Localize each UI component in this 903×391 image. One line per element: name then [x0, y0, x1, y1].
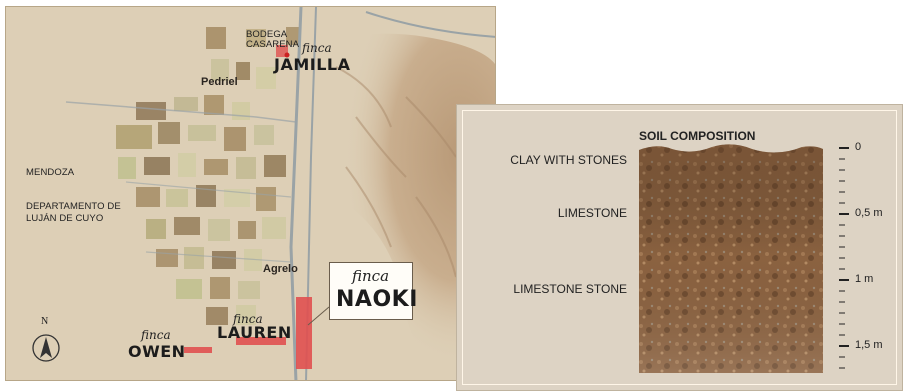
finca-lauren-name: LAUREN	[217, 323, 292, 342]
bodega-label-line1: BODEGA	[246, 29, 288, 40]
region-dept-line1: DEPARTAMENTO DE	[26, 201, 121, 212]
roads	[65, 7, 495, 380]
vineyard-parcels	[116, 27, 300, 325]
region-dept-line2: LUJÁN DE CUYO	[26, 213, 104, 224]
town-agrelo: Agrelo	[263, 263, 298, 275]
finca-lauren-script: finca	[233, 312, 263, 326]
depth-label-3: 1,5 m	[855, 339, 883, 351]
depth-scale	[839, 147, 849, 369]
finca-jamilla-script: finca	[302, 41, 332, 55]
depth-label-1: 0,5 m	[855, 207, 883, 219]
finca-owen-name: OWEN	[128, 342, 186, 361]
finca-highlights	[184, 45, 312, 369]
soil-composition-panel: SOIL COMPOSITION CLAY WITH STONES LIMEST…	[456, 104, 903, 391]
compass-arrow-icon	[32, 334, 60, 362]
soil-profile-graphic	[639, 144, 849, 373]
soil-layer-1: CLAY WITH STONES	[510, 153, 627, 167]
vineyard-map: BODEGA CASARENA finca JAMILLA Pedriel Ag…	[5, 6, 496, 381]
bodega-label-line2: CASARENA	[246, 39, 300, 50]
map-terrain	[6, 7, 495, 380]
town-pedriel: Pedriel	[201, 76, 238, 88]
soil-title: SOIL COMPOSITION	[639, 129, 756, 143]
finca-naoki-name: NAOKI	[336, 287, 418, 312]
finca-jamilla-name: JAMILLA	[274, 55, 351, 74]
depth-label-0: 0	[855, 141, 862, 153]
finca-naoki-callout: finca NAOKI	[329, 262, 417, 320]
finca-owen-script: finca	[141, 328, 171, 342]
compass-north-label: N	[41, 316, 49, 327]
soil-layer-2: LIMESTONE	[557, 206, 627, 220]
soil-layer-3: LIMESTONE STONE	[513, 282, 627, 296]
depth-label-2: 1 m	[855, 273, 874, 285]
finca-naoki-script: finca	[352, 267, 390, 285]
region-mendoza: MENDOZA	[26, 167, 75, 178]
